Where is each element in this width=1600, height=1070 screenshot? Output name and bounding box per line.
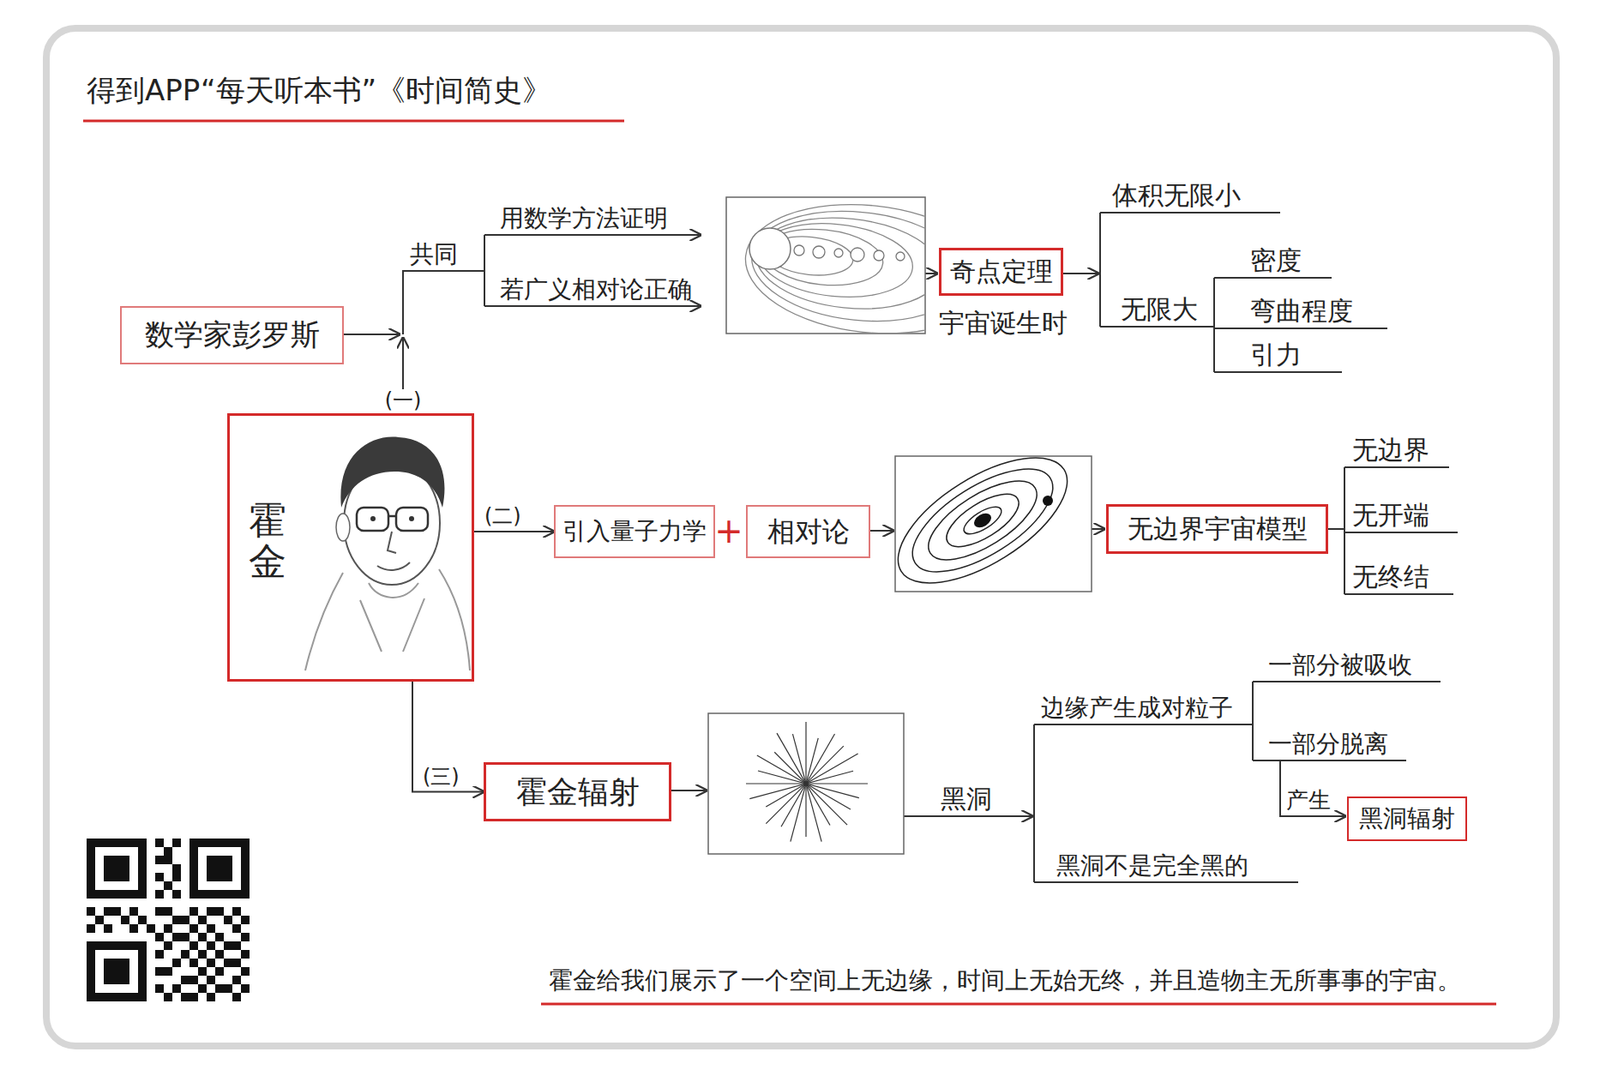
burst-ray <box>792 733 822 843</box>
branch-label: 弯曲程度 <box>1250 296 1354 327</box>
connector-arrow <box>474 530 554 533</box>
concept-box: 奇点定理 <box>938 247 1064 296</box>
portrait-ear <box>336 513 350 542</box>
concept-box: 引入量子力学 <box>553 505 716 559</box>
galaxy-ring <box>938 484 1028 558</box>
planet <box>834 248 843 258</box>
portrait-glasses-bridge <box>388 515 397 518</box>
portrait-hair <box>340 437 445 508</box>
galaxy-ring <box>896 457 1069 591</box>
branch-arrow <box>484 305 701 307</box>
galaxy-ring <box>959 501 1005 539</box>
portrait-glasses <box>356 507 389 531</box>
branch-label: 引力 <box>1250 340 1302 371</box>
galaxy-picture <box>896 457 1087 591</box>
branch-label: (一) <box>383 389 424 414</box>
branch-label: 边缘产生成对粒子 <box>1040 694 1234 722</box>
person-box: 霍金 <box>227 413 475 682</box>
portrait-eye <box>370 516 376 522</box>
orbit <box>745 201 925 332</box>
branch-arrow <box>925 272 938 275</box>
vertical-name: 霍金 <box>248 499 287 584</box>
burst-ray <box>774 751 848 825</box>
portrait-sketch <box>305 437 470 671</box>
picture-frame <box>708 713 904 855</box>
branch-arrow <box>903 815 1033 818</box>
galaxy-core <box>971 510 994 531</box>
branch-line <box>1100 212 1388 373</box>
planet <box>812 246 825 259</box>
concept-box: 黑洞辐射 <box>1347 796 1468 842</box>
connector-arrow <box>412 681 484 793</box>
edge-label: (二) <box>484 505 522 530</box>
branch-label: 一部分被吸收 <box>1268 651 1413 680</box>
branch-line <box>1328 467 1458 595</box>
node-text: 无边界宇宙模型 <box>1127 514 1308 545</box>
edge-label: (三) <box>422 765 460 790</box>
branch-label: 无终结 <box>1352 562 1430 593</box>
burst-ray <box>781 733 836 827</box>
branch-line <box>403 234 485 335</box>
qr-finder <box>86 838 250 1002</box>
node-text: 霍金辐射 <box>516 774 640 810</box>
branch-label: 体积无限小 <box>1112 180 1241 211</box>
diagram-caption: 霍金给我们展示了一个空间上无边缘，时间上无始无终，并且造物主无所事事的宇宙。 <box>548 967 1462 995</box>
galaxy-ring <box>916 465 1049 575</box>
concept-box: 数学家彭罗斯 <box>120 306 344 365</box>
branch-label: + <box>714 511 744 551</box>
node-text: 引入量子力学 <box>562 517 707 546</box>
branch-arrow <box>870 529 894 532</box>
branch-label: 黑洞不是完全黑的 <box>1056 852 1249 880</box>
concept-box: 霍金辐射 <box>483 762 672 822</box>
burst-ray <box>765 753 858 807</box>
burst-ray <box>757 755 851 810</box>
orbit-picture <box>739 198 925 333</box>
branch-label: 无限大 <box>1120 294 1198 325</box>
branch-arrow <box>343 333 400 336</box>
star-dot <box>1042 495 1053 506</box>
branch-arrow <box>1091 528 1105 530</box>
branch-arrow <box>484 234 701 236</box>
branch-arrow <box>1063 272 1099 275</box>
portrait-nose-mouth <box>377 531 410 571</box>
node-text: 相对论 <box>767 516 850 548</box>
burst-picture <box>745 721 868 843</box>
branch-label: 宇宙诞生时 <box>938 308 1068 339</box>
node-text: 数学家彭罗斯 <box>144 318 320 352</box>
branch-label: 产生 <box>1286 787 1331 814</box>
portrait-eye <box>409 516 415 522</box>
caption-underline <box>541 1003 1497 1006</box>
branch-label: 一部分脱离 <box>1268 730 1389 758</box>
concept-box: 无边界宇宙模型 <box>1106 504 1329 554</box>
branch-label: 用数学方法证明 <box>499 204 668 233</box>
branch-label: 共同 <box>409 240 458 269</box>
sun <box>749 228 791 270</box>
portrait-glasses <box>396 507 428 531</box>
diagram-title: 得到APP“每天听本书”《时间简史》 <box>86 73 552 108</box>
burst-ray <box>749 770 854 799</box>
node-text: 奇点定理 <box>950 257 1053 288</box>
orbit <box>739 198 925 333</box>
branch-label: 无边界 <box>1352 435 1430 466</box>
planet <box>793 245 805 256</box>
branch-arrow <box>671 789 707 792</box>
branch-label: 密度 <box>1250 246 1302 277</box>
title-underline <box>83 120 625 123</box>
branch-label: 无开端 <box>1352 500 1430 531</box>
concept-box: 相对论 <box>745 505 871 559</box>
qr-modules <box>86 838 250 1002</box>
qr-code <box>86 838 250 1002</box>
branch-label: 若广义相对论正确 <box>499 276 692 304</box>
branch-arrow <box>1280 760 1346 817</box>
branch-line <box>1034 681 1441 883</box>
burst-ray <box>805 721 807 837</box>
planet <box>873 250 885 261</box>
node-text: 黑洞辐射 <box>1359 805 1456 833</box>
galaxy-ring <box>896 457 1087 591</box>
branch-label: 黑洞 <box>940 784 993 815</box>
page-frame <box>46 28 1557 1047</box>
planet <box>850 247 865 262</box>
planet <box>896 252 905 261</box>
